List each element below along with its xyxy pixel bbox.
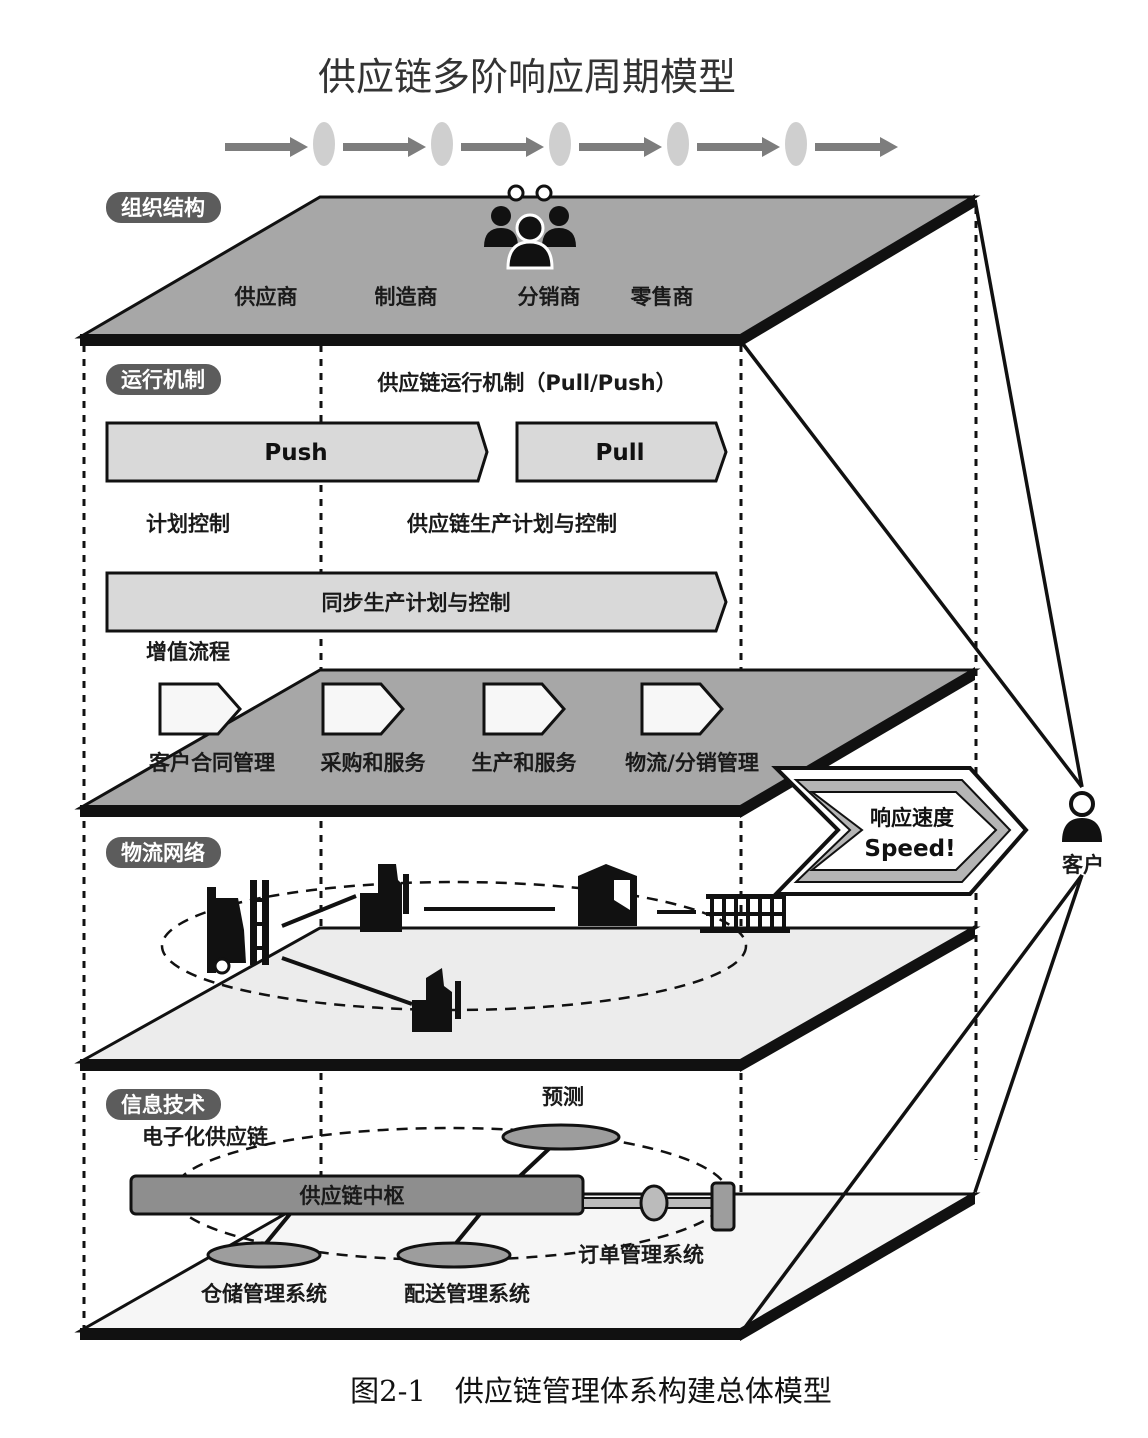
process-chevron-4 xyxy=(640,682,724,736)
it-tag: 信息技术 xyxy=(104,1087,223,1122)
mechanism-plate-edge xyxy=(80,805,742,817)
sc-production-plan-label: 供应链生产计划与控制 xyxy=(406,512,617,536)
push-band: Push xyxy=(105,421,489,483)
group-people-icon xyxy=(484,184,576,270)
it-tag-label: 信息技术 xyxy=(121,1093,205,1117)
push-label: Push xyxy=(264,440,327,466)
organization-plate-edge xyxy=(80,334,742,346)
logistics-links xyxy=(281,894,696,1006)
org-member-manufacturer: 制造商 xyxy=(375,285,438,309)
logistics-tag-label: 物流网络 xyxy=(121,841,205,865)
organization-tag-label: 组织结构 xyxy=(121,196,205,220)
value-chain-label: 增值流程 xyxy=(146,640,230,664)
mechanism-tag-label: 运行机制 xyxy=(121,368,205,392)
figure-caption: 图2-1 供应链管理体系构建总体模型 xyxy=(350,1374,832,1408)
order-system-label: 订单管理系统 xyxy=(578,1243,704,1267)
forecast-node xyxy=(501,1123,621,1151)
mechanism-tag: 运行机制 xyxy=(104,362,223,397)
layer-organization: 供应商 制造商 分销商 零售商 组织结构 xyxy=(74,184,981,347)
supply-chain-hub: 供应链中枢 xyxy=(129,1174,585,1216)
logistics-plate-side xyxy=(740,925,975,1072)
e-supply-chain-label: 电子化供应链 xyxy=(142,1125,269,1149)
factory-icon xyxy=(578,864,637,926)
process-chevron-3 xyxy=(482,682,566,736)
process-chevron-1 xyxy=(158,682,242,736)
cycle-arrow-1 xyxy=(225,137,308,157)
warehouse-icon-2 xyxy=(412,968,461,1032)
order-system-connector xyxy=(582,1181,736,1232)
delivery-system-node xyxy=(396,1241,512,1269)
cycle-arrow-2 xyxy=(343,137,426,157)
logistics-tag: 物流网络 xyxy=(104,835,223,870)
delivery-system-label: 配送管理系统 xyxy=(404,1282,530,1306)
forklift-icon xyxy=(207,880,269,975)
cycle-node-2 xyxy=(431,122,453,166)
organization-plate-side xyxy=(740,194,975,347)
dock-icon xyxy=(700,894,790,933)
hub-label: 供应链中枢 xyxy=(299,1184,405,1208)
response-speed-label: 响应速度 xyxy=(870,806,954,830)
cycle-node-1 xyxy=(313,122,335,166)
speed-label: Speed! xyxy=(864,836,955,862)
org-member-distributor: 分销商 xyxy=(518,285,581,309)
organization-tag: 组织结构 xyxy=(104,190,223,225)
forecast-label: 预测 xyxy=(542,1085,584,1109)
layer-it: 信息技术 预测 电子化供应链 供应链中枢 订单管理系统 仓储管理系统 配送管理系… xyxy=(74,1085,981,1341)
cycle-node-4 xyxy=(667,122,689,166)
pull-label: Pull xyxy=(596,440,645,466)
it-plate-side xyxy=(740,1191,975,1341)
cycle-arrow-6 xyxy=(815,137,898,157)
cycle-arrow-5 xyxy=(697,137,780,157)
warehouse-icon xyxy=(360,864,409,932)
cycle-arrows xyxy=(225,122,898,166)
process-label-production: 生产和服务 xyxy=(472,751,578,775)
diagram-title: 供应链多阶响应周期模型 xyxy=(318,55,736,99)
cycle-arrow-4 xyxy=(579,137,662,157)
logistics-loop xyxy=(160,880,748,1012)
response-speed-arrow: 响应速度 Speed! xyxy=(771,766,1029,896)
customer-label: 客户 xyxy=(1062,853,1104,877)
customer-lines xyxy=(738,199,1084,1336)
process-label-purchase: 采购和服务 xyxy=(321,751,427,775)
layer-mechanism: 运行机制 供应链运行机制（Pull/Push） Push Pull 计划控制 供… xyxy=(74,362,981,818)
pull-band: Pull xyxy=(515,421,728,483)
process-label-contract: 客户合同管理 xyxy=(149,751,275,775)
org-member-supplier: 供应商 xyxy=(234,285,298,309)
cycle-node-5 xyxy=(785,122,807,166)
sync-plan-label: 同步生产计划与控制 xyxy=(322,591,511,615)
plan-control-label: 计划控制 xyxy=(146,512,230,536)
customer-icon xyxy=(1062,791,1102,842)
process-label-logistics: 物流/分销管理 xyxy=(625,751,759,775)
cycle-node-3 xyxy=(549,122,571,166)
org-member-retailer: 零售商 xyxy=(630,285,694,309)
warehouse-system-label: 仓储管理系统 xyxy=(200,1282,327,1306)
sync-plan-band: 同步生产计划与控制 xyxy=(105,571,728,633)
cycle-arrow-3 xyxy=(461,137,544,157)
process-chevron-2 xyxy=(321,682,405,736)
warehouse-system-node xyxy=(206,1241,322,1269)
mechanism-heading: 供应链运行机制（Pull/Push） xyxy=(376,371,676,395)
frame-dashed-lines xyxy=(82,207,978,1330)
logistics-plate-edge xyxy=(80,1059,742,1071)
layer-logistics: 物流网络 xyxy=(74,835,981,1072)
it-plate-edge xyxy=(80,1328,742,1340)
